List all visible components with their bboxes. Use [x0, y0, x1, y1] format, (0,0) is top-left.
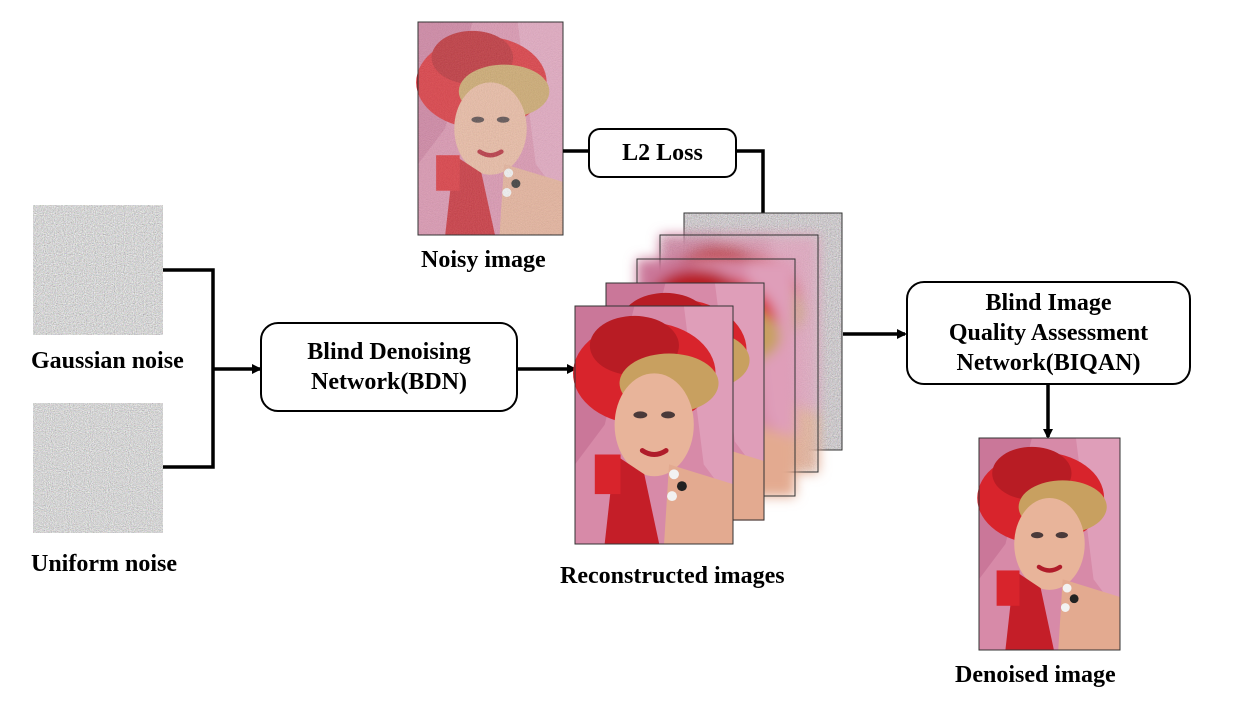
- l2-loss-label: L2 Loss: [622, 140, 703, 166]
- denoised-image: [977, 438, 1120, 650]
- uniform-noise-label: Uniform noise: [31, 551, 177, 577]
- denoised-image-label: Denoised image: [955, 662, 1116, 688]
- biqan-label-line2: Quality Assessment: [948, 320, 1149, 346]
- noisy-image: [416, 22, 563, 235]
- reconstructed-stack: [573, 212, 843, 544]
- gaussian-noise-image: [33, 205, 163, 335]
- reconstructed-images-label: Reconstructed images: [560, 563, 785, 589]
- biqan-label-line3: Network(BIQAN): [956, 350, 1141, 376]
- uniform-noise-image: [33, 403, 163, 533]
- bdn-label-line1: Blind Denoising: [307, 339, 471, 365]
- biqan-box: Blind Image Quality Assessment Network(B…: [906, 281, 1191, 385]
- gaussian-noise-label: Gaussian noise: [31, 348, 184, 374]
- bdn-label-line2: Network(BDN): [311, 369, 467, 395]
- l2-loss-box: L2 Loss: [588, 128, 737, 178]
- bdn-box: Blind Denoising Network(BDN): [260, 322, 518, 412]
- noisy-image-label: Noisy image: [421, 247, 546, 273]
- biqan-label-line1: Blind Image: [985, 290, 1112, 316]
- l2-right-connector: [737, 149, 765, 214]
